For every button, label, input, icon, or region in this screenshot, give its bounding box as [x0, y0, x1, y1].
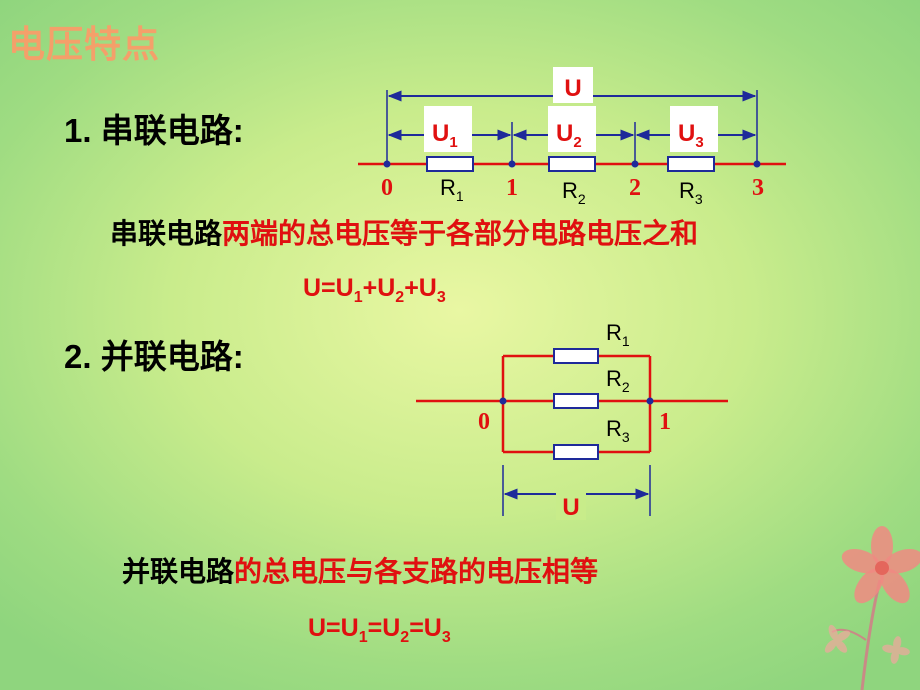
formula-sub: 2 — [400, 629, 410, 646]
series-formula: U=U1+U2+U3 — [303, 274, 446, 307]
segment-label-u2: U2 — [556, 120, 582, 151]
resistor-label-r2: R2 — [606, 366, 630, 395]
resistor-label-r1: R1 — [606, 320, 630, 349]
formula-sub: 3 — [441, 629, 451, 646]
parallel-heading: 2. 并联电路: — [64, 338, 244, 375]
parallel-rule-statement: 的总电压与各支路的电压相等 — [234, 556, 599, 587]
formula-part: =U — [409, 614, 442, 642]
segment-label-u1: U1 — [432, 120, 458, 151]
formula-part: U=U — [308, 614, 359, 642]
series-rule-statement: 两端的总电压等于各部分电路电压之和 — [222, 218, 699, 249]
resistor-r1 — [553, 348, 599, 364]
node-label-1: 1 — [659, 409, 671, 435]
resistor-r3 — [553, 444, 599, 460]
node-label-0: 0 — [381, 175, 393, 201]
flower-decoration — [824, 526, 920, 690]
parallel-formula: U=U1=U2=U3 — [308, 614, 451, 647]
resistor-r2 — [553, 393, 599, 409]
formula-sub: 1 — [353, 289, 363, 306]
page-title: 电压特点 — [8, 24, 160, 65]
node-1 — [646, 397, 654, 405]
node-label-0: 0 — [478, 409, 490, 435]
node-label-3: 3 — [752, 175, 764, 201]
total-voltage-label: U — [564, 75, 581, 102]
label-box — [548, 106, 596, 152]
series-heading: 1. 串联电路: — [64, 112, 244, 149]
node-label-1: 1 — [506, 175, 518, 201]
segment-label-u3: U3 — [678, 120, 704, 151]
formula-sub: 3 — [436, 289, 446, 306]
formula-sub: 2 — [395, 289, 405, 306]
node-label-2: 2 — [629, 175, 641, 201]
formula-sub: 1 — [358, 629, 368, 646]
label-box — [424, 106, 472, 152]
formula-part: +U — [362, 274, 396, 302]
node-2 — [631, 160, 639, 168]
resistor-label-r3: R3 — [679, 178, 703, 207]
parallel-rule: 并联电路的总电压与各支路的电压相等 — [122, 550, 598, 590]
formula-part: U=U — [303, 274, 354, 302]
node-0 — [499, 397, 507, 405]
resistor-label-r2: R2 — [562, 178, 586, 207]
resistor-label-r3: R3 — [606, 416, 630, 445]
node-1 — [508, 160, 516, 168]
series-rule: 串联电路两端的总电压等于各部分电路电压之和 — [110, 212, 698, 252]
resistor-label-r1: R1 — [440, 175, 464, 204]
resistor-r1 — [426, 156, 474, 172]
series-circuit: U U1 U2 U3 0 1 2 — [358, 67, 786, 207]
total-voltage-label: U — [562, 494, 579, 521]
series-rule-subject: 串联电路 — [110, 218, 223, 249]
formula-part: +U — [404, 274, 437, 302]
formula-part: =U — [367, 614, 401, 642]
label-box — [670, 106, 718, 152]
resistor-r2 — [548, 156, 596, 172]
parallel-circuit: 0 1 R1 R2 R3 U — [416, 320, 728, 521]
parallel-rule-subject: 并联电路 — [122, 556, 235, 587]
label-box — [553, 67, 593, 103]
node-3 — [753, 160, 761, 168]
label-box — [556, 490, 586, 520]
node-0 — [383, 160, 391, 168]
resistor-r3 — [667, 156, 715, 172]
